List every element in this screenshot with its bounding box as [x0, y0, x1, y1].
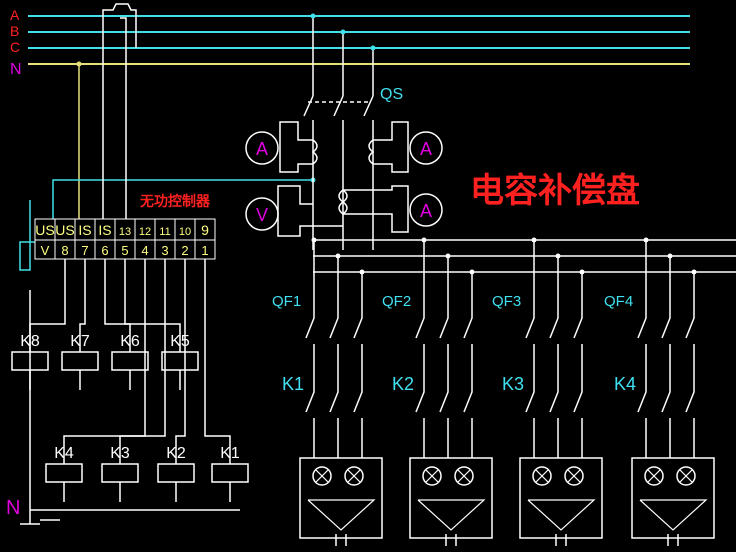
terminal-top-label: 13 [119, 226, 131, 238]
relay-wiring [20, 259, 240, 525]
terminal-bottom-label: 7 [81, 243, 88, 258]
controller-terminal-strip: US V US 8 IS 7 IS 6 13 5 12 4 11 3 10 29 1 [34, 218, 216, 260]
controller-wiring [19, 3, 376, 271]
ammeter-left-symbol: A [256, 139, 268, 159]
relay-coil [45, 463, 83, 483]
terminal-top-label: US [35, 222, 54, 238]
capacitor-enclosure [409, 457, 493, 539]
indicator-lamp [532, 466, 552, 486]
capacitor-delta [417, 499, 486, 531]
terminal-bottom-label: 8 [61, 243, 68, 258]
terminal-bottom-label: 1 [201, 243, 208, 258]
controller-label: 无功控制器 [139, 193, 211, 209]
relay-label: K8 [20, 333, 40, 350]
relay-coil [61, 351, 99, 371]
relay-label: K5 [170, 333, 190, 350]
indicator-lamp [422, 466, 442, 486]
bus-label-a: A [10, 7, 20, 23]
relay-label: K6 [120, 333, 140, 350]
terminal-top-label: IS [78, 222, 91, 238]
capacitor-enclosure [631, 457, 715, 539]
contactor-label: K2 [392, 374, 414, 394]
neutral-label: N [6, 497, 20, 519]
relay-coil [11, 351, 49, 371]
ammeter-right-symbol: A [420, 139, 432, 159]
bus-label-b: B [10, 23, 19, 39]
relay-coil [161, 351, 199, 371]
terminal-bottom-label: 3 [161, 243, 168, 258]
ammeter-left: A [245, 131, 279, 165]
terminal-bottom-label: 2 [181, 243, 188, 258]
capacitor-delta [639, 499, 708, 531]
contactor-label: K4 [614, 374, 636, 394]
relay-coil [157, 463, 195, 483]
indicator-lamp [344, 466, 364, 486]
breaker-label: QF1 [272, 293, 301, 310]
relay-label: K4 [54, 445, 74, 462]
terminal-top-label: IS [98, 222, 111, 238]
terminal-bottom-label: V [41, 243, 50, 258]
indicator-lamp [454, 466, 474, 486]
meter-wiring [277, 121, 409, 237]
indicator-lamp [564, 466, 584, 486]
voltmeter-symbol: V [256, 205, 268, 225]
capacitor-delta [527, 499, 596, 531]
bus-labels: A B C N [10, 7, 22, 78]
ammeter-right-lower: A [409, 193, 443, 227]
terminal-bottom-label: 6 [101, 243, 108, 258]
relay-coil [111, 351, 149, 371]
relay-label: K2 [166, 445, 186, 462]
terminal-bottom-label: 4 [141, 243, 148, 258]
capacitor-enclosure [519, 457, 603, 539]
relay-label: K3 [110, 445, 130, 462]
capacitor-enclosure [299, 457, 383, 539]
indicator-lamp [312, 466, 332, 486]
capacitor-delta [307, 499, 376, 531]
terminal-top-label: US [55, 222, 74, 238]
relay-label: K7 [70, 333, 90, 350]
breaker-label: QF3 [492, 293, 521, 310]
ammeter-right-lower-symbol: A [420, 201, 432, 221]
terminal-top-label: 9 [201, 222, 209, 238]
indicator-lamp [676, 466, 696, 486]
busbars [28, 15, 690, 65]
diagram-title: 电容补偿盘 [470, 172, 640, 210]
ammeter-right: A [409, 131, 443, 165]
relay-label: K1 [220, 445, 240, 462]
terminal-top-label: 12 [139, 226, 151, 238]
contactor-label: K1 [282, 374, 304, 394]
indicator-lamp [644, 466, 664, 486]
main-switch-qs [303, 95, 374, 250]
relay-coil [211, 463, 249, 483]
voltmeter: V [245, 197, 279, 231]
contactor-label: K3 [502, 374, 524, 394]
switch-label: QS [380, 86, 403, 103]
breaker-label: QF2 [382, 293, 411, 310]
load-buses [313, 239, 736, 273]
terminal-top-label: 10 [179, 226, 191, 238]
bus-label-n: N [10, 61, 22, 78]
bus-label-c: C [10, 39, 20, 55]
breaker-label: QF4 [604, 293, 633, 310]
terminal-bottom-label: 5 [121, 243, 128, 258]
relay-coil [101, 463, 139, 483]
terminal-top-label: 11 [159, 226, 170, 238]
